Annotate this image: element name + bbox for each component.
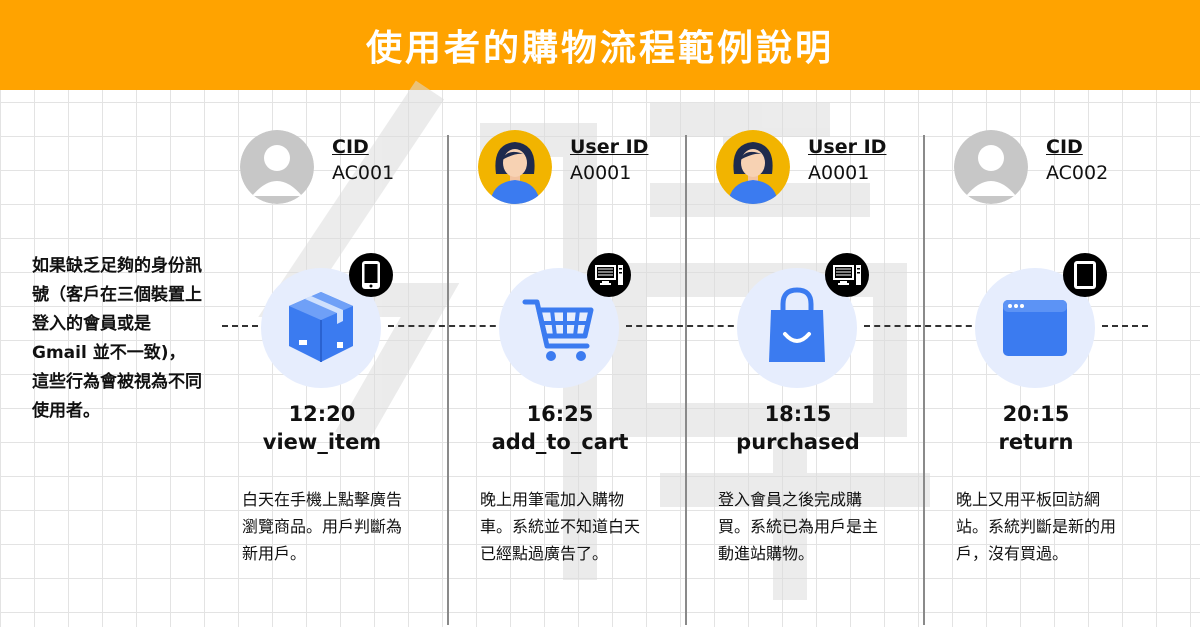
page-title: 使用者的購物流程範例說明 xyxy=(365,28,834,69)
id-label: User ID xyxy=(808,136,887,158)
divider xyxy=(447,135,449,625)
box-icon xyxy=(289,292,353,362)
id-value: A0001 xyxy=(570,162,632,184)
timeline-dash xyxy=(222,325,268,327)
event-description: 晚上又用平板回訪網站。系統判斷是新的用戶，沒有買過。 xyxy=(956,490,1117,563)
event-name: view_item xyxy=(262,430,382,454)
timeline-dash xyxy=(626,325,744,327)
woman-avatar xyxy=(716,130,790,204)
tablet-icon xyxy=(1063,253,1107,297)
event-time: 18:15 xyxy=(764,402,832,426)
timeline-dash xyxy=(388,325,506,327)
desktop-computer-icon xyxy=(587,253,631,297)
gray-person-avatar xyxy=(240,130,314,204)
shopping-bag-icon xyxy=(769,287,825,362)
divider xyxy=(685,135,687,625)
id-label: User ID xyxy=(570,136,649,158)
event-name: return xyxy=(998,430,1074,454)
event-name: purchased xyxy=(736,430,860,454)
id-value: AC001 xyxy=(332,162,395,184)
event-time: 12:20 xyxy=(288,402,356,426)
title-banner: 使用者的購物流程範例說明 xyxy=(0,0,1200,90)
shopping-cart-icon xyxy=(522,299,594,361)
id-value: AC002 xyxy=(1046,162,1109,184)
event-name: add_to_cart xyxy=(491,430,629,454)
desktop-computer-icon xyxy=(825,253,869,297)
browser-window-icon xyxy=(1003,300,1067,356)
event-time: 20:15 xyxy=(1002,402,1070,426)
event-time: 16:25 xyxy=(526,402,594,426)
timeline-dash xyxy=(1102,325,1148,327)
woman-avatar xyxy=(478,130,552,204)
id-label: CID xyxy=(1046,136,1083,158)
divider xyxy=(923,135,925,625)
event-description: 白天在手機上點擊廣告瀏覽商品。用戶判斷為新用戶。 xyxy=(242,490,403,563)
event-description: 登入會員之後完成購買。系統已為用戶是主動進站購物。 xyxy=(718,490,879,563)
gray-person-avatar xyxy=(954,130,1028,204)
side-note: 如果缺乏足夠的身份訊號（客戶在三個裝置上登入的會員或是 Gmail 並不一致)，… xyxy=(32,256,202,421)
timeline-dash xyxy=(864,325,982,327)
id-value: A0001 xyxy=(808,162,870,184)
event-description: 晚上用筆電加入購物車。系統並不知道白天已經點過廣告了。 xyxy=(480,490,641,563)
icon-circle xyxy=(975,268,1095,388)
smartphone-icon xyxy=(349,253,393,297)
id-label: CID xyxy=(332,136,369,158)
